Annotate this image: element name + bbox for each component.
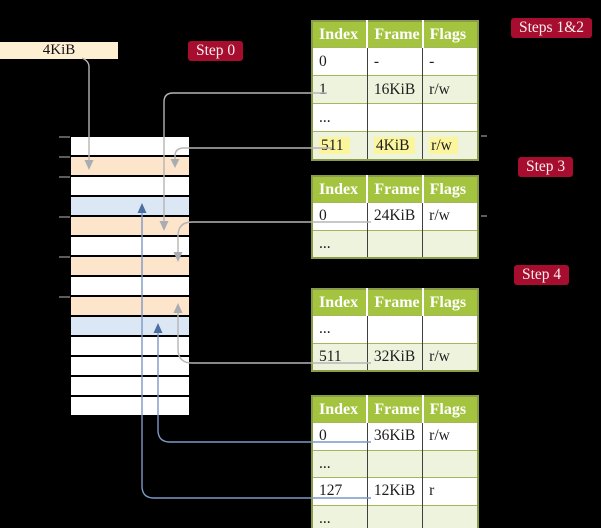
cell-index: ... bbox=[312, 103, 368, 132]
column-header-flags: Flags bbox=[421, 176, 478, 203]
page-table-bottom-row-...: ... bbox=[312, 449, 478, 478]
cell-index: ... bbox=[312, 449, 368, 478]
cell-flags: r/w bbox=[422, 202, 478, 230]
highlighted-value: 4KiB bbox=[373, 136, 416, 154]
memory-row-1-white bbox=[71, 137, 189, 155]
memory-row-10-blue bbox=[71, 317, 189, 335]
memory-strip-ticks bbox=[59, 136, 70, 298]
badge-step-3: Step 3 bbox=[518, 157, 574, 177]
cell-index: 511 bbox=[312, 131, 368, 160]
cell-frame bbox=[366, 103, 423, 132]
cell-frame: 4KiB bbox=[366, 131, 423, 160]
free-frame-box: 4KiB bbox=[0, 42, 118, 59]
cell-frame: 16KiB bbox=[366, 75, 423, 104]
cell-frame bbox=[366, 315, 423, 343]
cell-flags bbox=[422, 103, 478, 132]
column-header-frame: Frame bbox=[366, 21, 423, 48]
column-header-frame: Frame bbox=[366, 289, 423, 316]
column-header-frame: Frame bbox=[366, 396, 423, 423]
cell-index: 0 bbox=[312, 422, 368, 450]
memory-row-12-white bbox=[71, 357, 189, 375]
cell-frame bbox=[366, 504, 423, 528]
cell-index: ... bbox=[312, 504, 368, 528]
cell-frame: 12KiB bbox=[366, 477, 423, 505]
cell-index: 1 bbox=[312, 75, 368, 104]
highlighted-value: 511 bbox=[319, 136, 350, 154]
cell-index: ... bbox=[312, 315, 368, 343]
cell-index: 0 bbox=[312, 47, 368, 76]
cell-flags: r/w bbox=[422, 342, 478, 371]
page-table-step-4-row-...: ... bbox=[312, 315, 478, 343]
page-table-steps-1-2-row-511: 511 4KiB r/w bbox=[312, 131, 478, 160]
cell-frame bbox=[366, 229, 423, 258]
memory-row-9-orange bbox=[71, 297, 189, 315]
memory-row-8-white bbox=[71, 277, 189, 295]
memory-row-13-white bbox=[71, 377, 189, 395]
cell-index: ... bbox=[312, 229, 368, 258]
cell-flags: r/w bbox=[422, 75, 478, 104]
cell-index: 511 bbox=[312, 342, 368, 371]
memory-row-7-orange bbox=[71, 257, 189, 275]
cell-frame: 36KiB bbox=[366, 422, 423, 450]
connector-table1row511-to-row2 bbox=[174, 147, 332, 159]
column-header-index: Index bbox=[312, 21, 368, 48]
memory-row-4-blue bbox=[71, 197, 189, 215]
cell-flags: r/w bbox=[422, 131, 478, 160]
cell-frame: 32KiB bbox=[366, 342, 423, 371]
page-table-steps-1-2-row-...: ... bbox=[312, 103, 478, 132]
memory-row-11-white bbox=[71, 337, 189, 355]
column-header-flags: Flags bbox=[421, 289, 478, 316]
cell-frame: 24KiB bbox=[366, 202, 423, 230]
highlighted-value: r/w bbox=[429, 136, 458, 154]
cell-index: 0 bbox=[312, 202, 368, 230]
column-header-index: Index bbox=[312, 289, 368, 316]
cell-flags: r bbox=[422, 477, 478, 505]
cell-index: 127 bbox=[312, 477, 368, 505]
column-header-frame: Frame bbox=[366, 176, 423, 203]
free-frame-label: 4KiB bbox=[42, 42, 76, 58]
cell-flags bbox=[422, 504, 478, 528]
cell-flags bbox=[422, 315, 478, 343]
column-header-index: Index bbox=[312, 176, 368, 203]
column-header-flags: Flags bbox=[421, 21, 478, 48]
memory-row-5-orange bbox=[71, 217, 189, 235]
column-header-index: Index bbox=[312, 396, 368, 423]
badge-steps-1-2: Steps 1&2 bbox=[511, 18, 593, 38]
memory-row-14-white bbox=[71, 397, 189, 415]
cell-frame bbox=[366, 449, 423, 478]
cell-flags: r/w bbox=[422, 422, 478, 450]
badge-step-0: Step 0 bbox=[188, 41, 244, 61]
memory-row-3-white bbox=[71, 177, 189, 195]
cell-flags: - bbox=[422, 47, 478, 76]
cell-flags bbox=[422, 449, 478, 478]
memory-row-2-orange bbox=[71, 157, 189, 175]
memory-row-6-white bbox=[71, 237, 189, 255]
page-table-step-3-row-...: ... bbox=[312, 229, 478, 258]
cell-flags bbox=[422, 229, 478, 258]
memory-strip bbox=[71, 137, 189, 415]
badge-step-4: Step 4 bbox=[514, 265, 570, 285]
page-table-bottom-row-...: ... bbox=[312, 504, 478, 528]
page-table-steps-1-2-row-0: 0-- bbox=[312, 47, 478, 76]
column-header-flags: Flags bbox=[421, 396, 478, 423]
cell-frame: - bbox=[366, 47, 423, 76]
